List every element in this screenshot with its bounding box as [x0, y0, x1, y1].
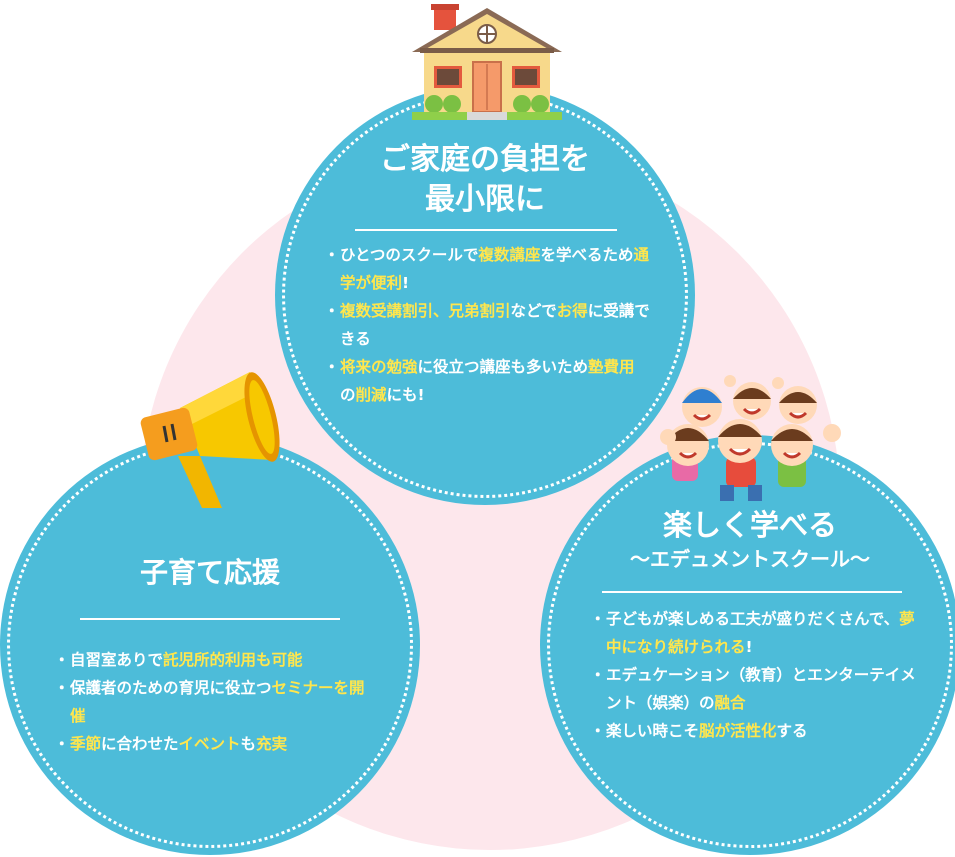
item-text: などで	[510, 302, 557, 320]
highlight-text: 託児所的利用も可能	[163, 651, 303, 669]
item-text: の	[340, 386, 356, 404]
item-text: に受講できる	[340, 302, 650, 348]
circle-title: 楽しく学べる 〜エデュメントスクール〜	[540, 505, 955, 573]
list-item: 子どもが楽しめる工夫が盛りだくさんで、夢中になり続けられる!	[590, 605, 916, 661]
item-text: エデュケーション（教育）とエンターテイメント（娯楽）の	[606, 666, 916, 712]
megaphone-icon	[140, 372, 280, 508]
title-divider	[80, 618, 340, 620]
highlight-text: 複数講座	[478, 246, 541, 264]
highlight-text: 塾費用	[588, 358, 635, 376]
highlight-text: 充実	[256, 735, 288, 753]
title-line: 楽しく学べる	[662, 508, 837, 542]
highlight-text: イベント	[178, 735, 241, 753]
title-divider	[602, 591, 902, 593]
list-item: 自習室ありで託児所的利用も可能	[54, 646, 370, 674]
family-burden-circle: ご家庭の負担を 最小限に ひとつのスクールで複数講座を学べるため通学が便利!複数…	[275, 85, 695, 505]
list-item: ひとつのスクールで複数講座を学べるため通学が便利!	[324, 241, 650, 297]
children-icon	[660, 375, 841, 501]
highlight-text: 削減	[355, 386, 387, 404]
list-item: 楽しい時こそ脳が活性化する	[590, 717, 916, 745]
item-text: 子どもが楽しめる工夫が盛りだくさんで、	[606, 610, 900, 628]
item-text: する	[776, 722, 808, 740]
highlight-text: 季節	[70, 735, 102, 753]
item-text: に役立つ講座も多いため	[417, 358, 589, 376]
item-text: !	[745, 638, 753, 656]
item-text: にも!	[386, 386, 425, 404]
list-item: 季節に合わせたイベントも充実	[54, 730, 370, 758]
highlight-text: 複数受講割引、兄弟割引	[340, 302, 511, 320]
fun-learning-circle: 楽しく学べる 〜エデュメントスクール〜 子どもが楽しめる工夫が盛りだくさんで、夢…	[540, 435, 955, 855]
feature-list: 自習室ありで託児所的利用も可能保護者のための育児に役立つセミナーを開催季節に合わ…	[54, 646, 370, 758]
list-item: 保護者のための育児に役立つセミナーを開催	[54, 674, 370, 730]
list-item: エデュケーション（教育）とエンターテイメント（娯楽）の融合	[590, 661, 916, 717]
highlight-text: セミナーを開催	[70, 679, 365, 725]
title-line: 最小限に	[425, 182, 545, 217]
item-text: を学べるため	[540, 246, 634, 264]
item-text: も	[240, 735, 257, 753]
title-line: ご家庭の負担を	[380, 142, 590, 177]
item-text: 楽しい時こそ	[606, 722, 700, 740]
item-text: 保護者のための育児に役立つ	[70, 679, 272, 697]
item-text: !	[402, 274, 410, 292]
item-text: に合わせた	[101, 735, 179, 753]
circle-title: 子育て応援	[139, 556, 280, 589]
title-subline: 〜エデュメントスクール〜	[630, 547, 870, 571]
highlight-text: 将来の勉強	[340, 358, 418, 376]
highlight-text: 融合	[714, 694, 746, 712]
circle-title: ご家庭の負担を 最小限に	[275, 140, 695, 220]
highlight-text: 夢中になり続けられる	[606, 610, 915, 656]
title-divider	[355, 229, 617, 231]
highlight-text: お得	[556, 302, 588, 320]
highlight-text: 通学が便利	[340, 246, 649, 292]
highlight-text: 脳が活性化	[699, 722, 777, 740]
item-text: ひとつのスクールで	[340, 246, 479, 264]
list-item: 将来の勉強に役立つ講座も多いため塾費用の削減にも!	[324, 353, 650, 409]
house-icon	[412, 4, 562, 120]
item-text: 自習室ありで	[70, 651, 164, 669]
feature-list: 子どもが楽しめる工夫が盛りだくさんで、夢中になり続けられる!エデュケーション（教…	[590, 605, 916, 745]
list-item: 複数受講割引、兄弟割引などでお得に受講できる	[324, 297, 650, 353]
feature-list: ひとつのスクールで複数講座を学べるため通学が便利!複数受講割引、兄弟割引などでお…	[324, 241, 650, 409]
